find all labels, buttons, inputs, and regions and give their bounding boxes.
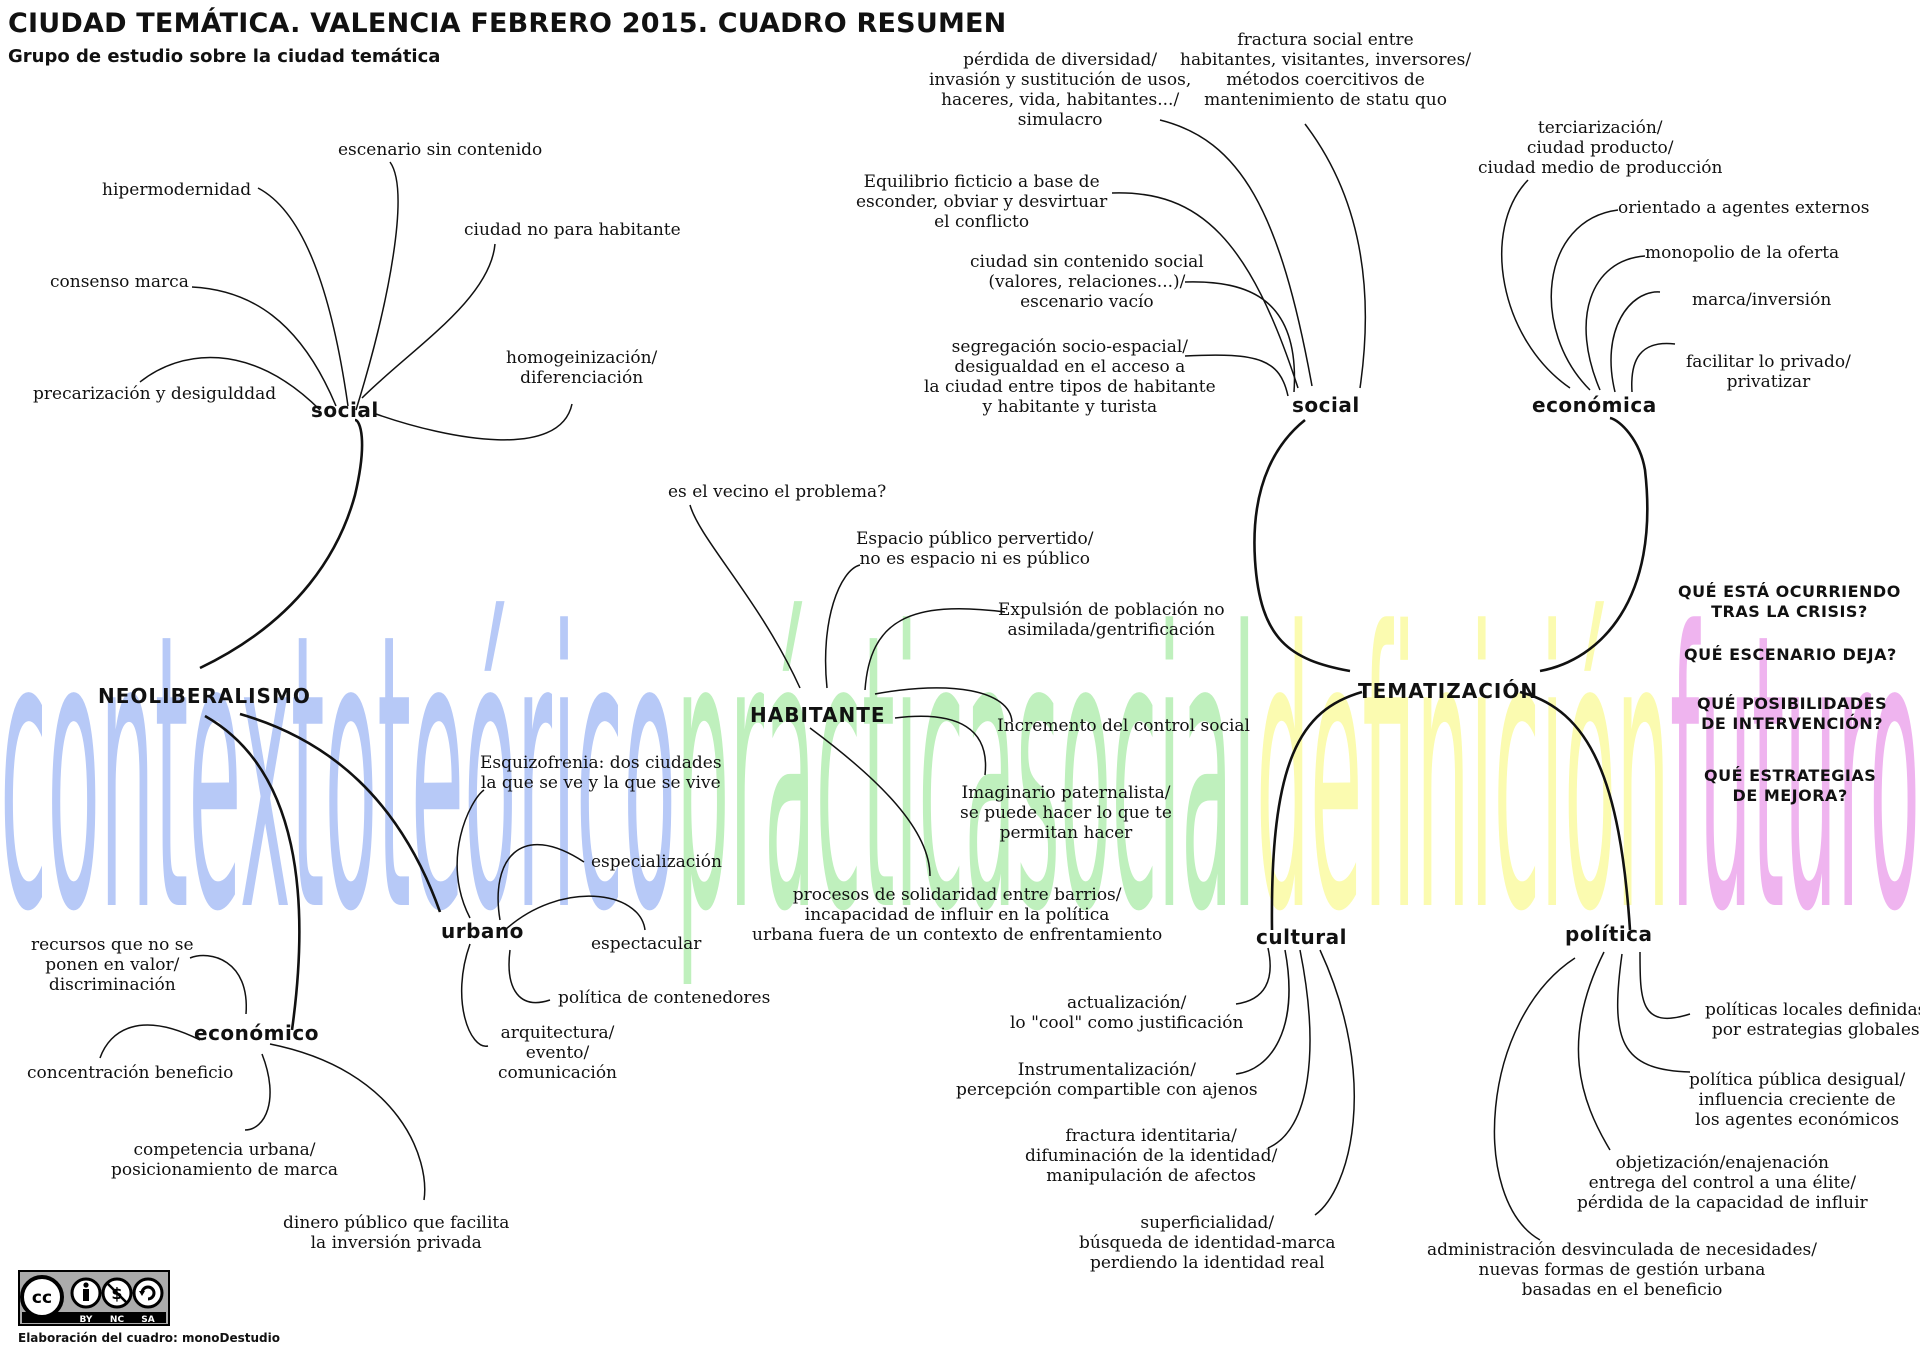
bg-word-contexto-teorico: contextoteórico [0, 552, 676, 995]
page-title: CIUDAD TEMÁTICA. VALENCIA FEBRERO 2015. … [8, 8, 1007, 39]
leaf-hipermodernidad: hipermodernidad [102, 180, 252, 200]
leaf-homogeinizacion: homogeinización/diferenciación [506, 348, 658, 388]
leaf-terciarizacion: terciarización/ciudad producto/ciudad me… [1478, 118, 1723, 178]
svg-text:cc: cc [32, 1288, 52, 1308]
leaf-instrumentalizacion: Instrumentalización/percepción compartib… [956, 1060, 1258, 1100]
leaf-espacio-publico-pervertido: Espacio público pervertido/no es espacio… [856, 529, 1094, 569]
leaf-espectacular: espectacular [591, 934, 702, 954]
leaf-superficialidad: superficialidad/búsqueda de identidad-ma… [1079, 1213, 1336, 1273]
leaf-ciudad-no-para-habitante: ciudad no para habitante [464, 220, 681, 240]
node-politica: política [1565, 922, 1653, 946]
node-tematizacion: TEMATIZACIÓN [1358, 679, 1539, 703]
bg-word-futuro: futuro [1670, 552, 1920, 995]
leaf-concentracion-beneficio: concentración beneficio [27, 1063, 234, 1083]
leaf-facilitar-privado: facilitar lo privado/privatizar [1686, 352, 1851, 392]
node-neoliberalismo: NEOLIBERALISMO [98, 684, 311, 708]
leaf-es-el-vecino: es el vecino el problema? [668, 482, 887, 502]
leaf-competencia-urbana: competencia urbana/posicionamiento de ma… [111, 1140, 338, 1180]
leaf-monopolio-oferta: monopolio de la oferta [1645, 243, 1840, 263]
node-social-left: social [311, 398, 379, 422]
leaf-segregacion-socio-espacial: segregación socio-espacial/desigualdad e… [924, 337, 1216, 417]
bg-word-practica-social: prácticasocial [676, 552, 1256, 995]
footer-credit: Elaboración del cuadro: monoDestudio [18, 1331, 280, 1345]
leaf-orientado-agentes-externos: orientado a agentes externos [1618, 198, 1870, 218]
leaf-actualizacion-cool: actualización/lo "cool" como justificaci… [1010, 993, 1244, 1033]
node-social-right: social [1292, 393, 1360, 417]
leaf-perdida-diversidad: pérdida de diversidad/invasión y sustitu… [929, 50, 1192, 130]
leaf-imaginario-paternalista: Imaginario paternalista/se puede hacer l… [960, 783, 1172, 843]
cc-label-sa: SA [141, 1315, 154, 1325]
cc-label-by: BY [80, 1315, 93, 1325]
leaf-politica-publica-desigual: política pública desigual/influencia cre… [1689, 1070, 1906, 1130]
leaf-marca-inversion: marca/inversión [1692, 290, 1832, 310]
question-que-escenario-deja: QUÉ ESCENARIO DEJA? [1684, 645, 1897, 664]
leaf-consenso-marca: consenso marca [50, 272, 189, 292]
node-economica: económica [1532, 393, 1657, 417]
leaf-administracion-desvinculada: administración desvinculada de necesidad… [1427, 1240, 1817, 1300]
node-habitante: HABITANTE [750, 703, 886, 727]
leaf-precarizacion: precarización y desigulddad [33, 384, 277, 404]
cc-label-nc: NC [110, 1315, 125, 1325]
leaf-control-social: Incremento del control social [997, 716, 1250, 736]
page-subtitle: Grupo de estudio sobre la ciudad temátic… [8, 46, 441, 67]
leaf-especializacion: especialización [591, 852, 722, 872]
leaf-fractura-identitaria: fractura identitaria/difuminación de la … [1025, 1126, 1278, 1186]
leaf-procesos-solidaridad: procesos de solidaridad entre barrios/in… [752, 885, 1163, 945]
node-urbano: urbano [441, 919, 524, 943]
leaf-politica-de-contenedores: política de contenedores [558, 988, 771, 1008]
leaf-ciudad-sin-contenido-social: ciudad sin contenido social(valores, rel… [970, 252, 1204, 312]
leaf-arquitectura-evento: arquitectura/evento/comunicación [498, 1023, 618, 1083]
leaf-escenario-sin-contenido: escenario sin contenido [338, 140, 543, 160]
node-cultural: cultural [1256, 925, 1347, 949]
bg-word-definicion: definición [1256, 552, 1670, 995]
creative-commons-by-nc-sa-icon: cc $ BY NC SA [18, 1270, 170, 1326]
node-economico: económico [194, 1021, 319, 1045]
